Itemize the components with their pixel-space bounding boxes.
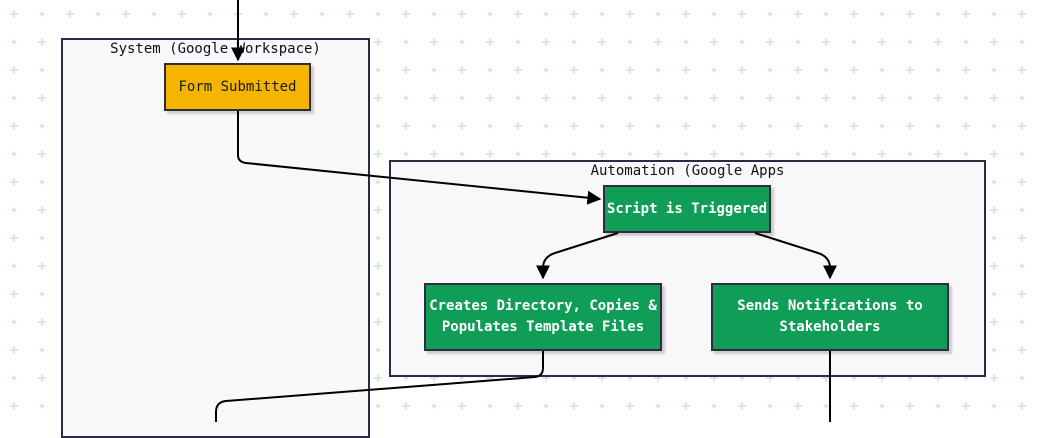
node-creates-directory[interactable]: Creates Directory, Copies & Populates Te… <box>424 283 662 351</box>
node-creates-directory-line2: Populates Template Files <box>441 319 645 335</box>
node-form-submitted[interactable]: Form Submitted <box>164 63 311 111</box>
node-sends-notifications[interactable]: Sends Notifications to Stakeholders <box>711 283 949 351</box>
node-form-submitted-label: Form Submitted <box>178 78 297 95</box>
node-creates-directory-line1: Creates Directory, Copies & <box>429 298 657 314</box>
node-script-triggered-label: Script is Triggered <box>606 200 768 217</box>
node-sends-notifications-line2: Stakeholders <box>779 319 881 335</box>
node-script-triggered[interactable]: Script is Triggered <box>603 185 771 233</box>
cluster-automation-label: Automation (Google Apps <box>590 163 785 179</box>
cluster-system-label: System (Google Workspace) <box>110 41 321 57</box>
node-sends-notifications-line1: Sends Notifications to <box>737 298 923 314</box>
flowchart-diagram: System (Google Workspace) Automation (Go… <box>61 0 986 438</box>
